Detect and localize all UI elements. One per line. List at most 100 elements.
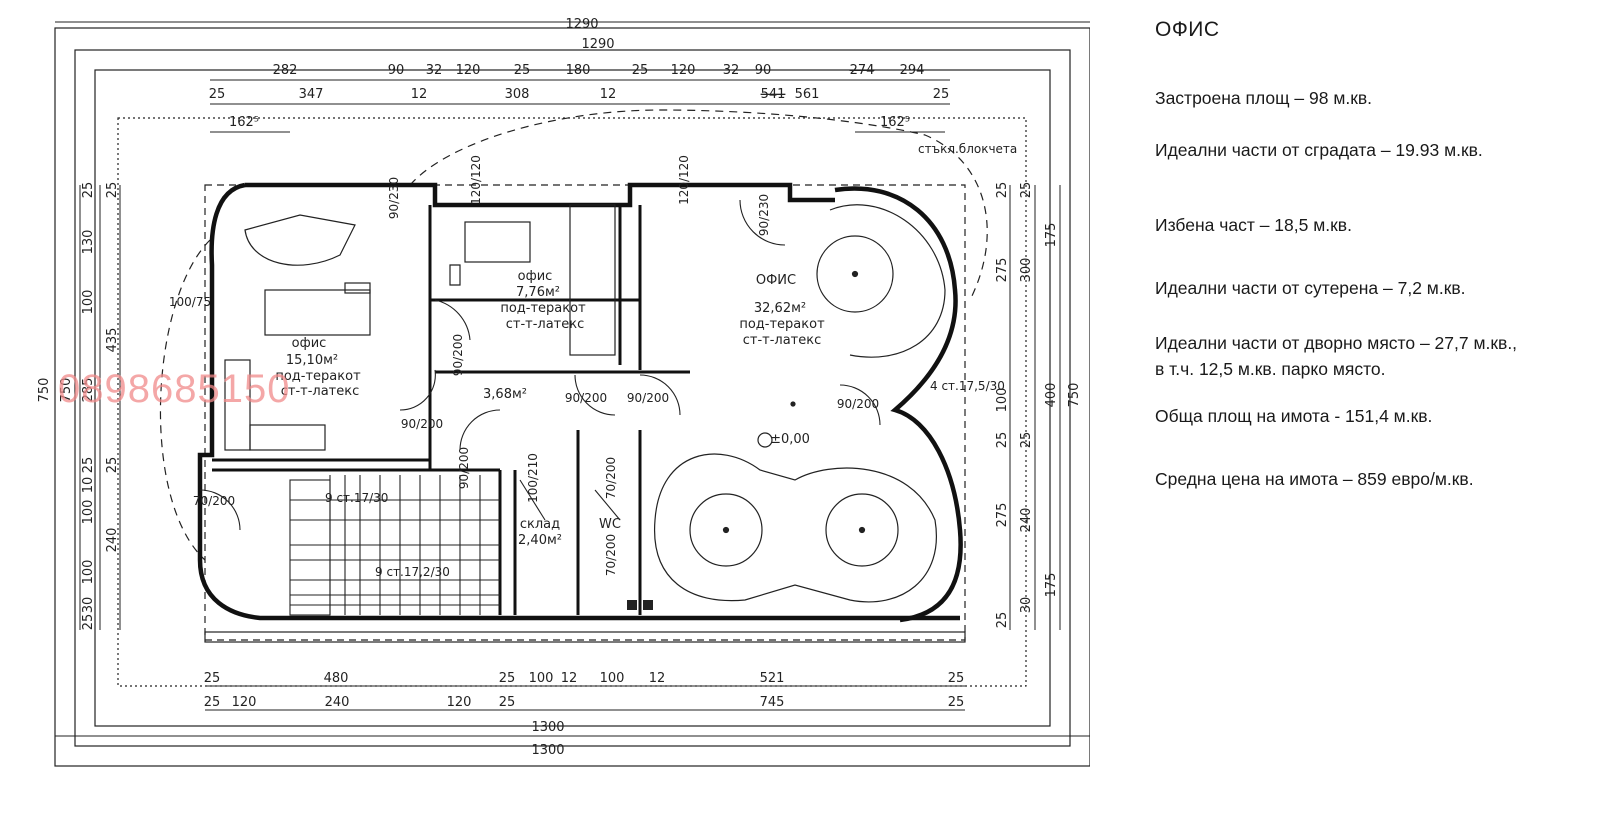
room-office-1: офис 15,10м² под-теракот ст-т-латекс xyxy=(275,336,361,399)
outer-frame-2 xyxy=(74,49,1071,747)
bottom-dimensions: 25 480 25 100 12 100 12 521 25 25 120 24… xyxy=(55,671,1090,758)
stairs xyxy=(289,475,500,616)
door-mark-6: 90/200 xyxy=(451,334,465,376)
round-tables xyxy=(654,204,946,603)
right-10: 275 xyxy=(995,503,1010,528)
right-4: 300 xyxy=(1019,258,1034,283)
top-r2-7: 25 xyxy=(933,87,950,102)
top-overall-1: 1290 xyxy=(565,17,598,32)
bot-overall-2: 1300 xyxy=(531,743,564,758)
svg-text:15,10м²: 15,10м² xyxy=(286,353,338,368)
right-round-walls xyxy=(834,186,963,623)
door-mark-3: 90/230 xyxy=(757,194,771,236)
building-walls xyxy=(197,182,963,623)
left-9: 10 xyxy=(81,477,96,494)
svg-text:склад: склад xyxy=(520,517,560,532)
top-r1-1: 90 xyxy=(388,63,405,78)
bot-r1-5: 100 xyxy=(600,671,625,686)
right-7: 750 xyxy=(1067,383,1082,408)
door-mark-13: 70/200 xyxy=(604,534,618,576)
top-wall xyxy=(245,182,835,208)
left-1: 25 xyxy=(105,182,120,199)
door-mark-5: 90/200 xyxy=(401,417,443,431)
bot-r1-7: 521 xyxy=(760,671,785,686)
bot-r1-1: 480 xyxy=(324,671,349,686)
bottom-step xyxy=(204,631,966,643)
top-r2-2: 12 xyxy=(411,87,428,102)
bot-r2-2: 240 xyxy=(325,695,350,710)
left-10: 25 xyxy=(105,457,120,474)
right-11: 240 xyxy=(1019,508,1034,533)
svg-text:под-теракот: под-теракот xyxy=(739,317,825,332)
right-14: 25 xyxy=(995,612,1010,629)
top-r1-7: 120 xyxy=(671,63,696,78)
glass-blocks-note: стъкл.блокчета xyxy=(918,142,1017,156)
left-5: 285 xyxy=(81,378,96,403)
door-mark-10: 90/200 xyxy=(837,397,879,411)
svg-text:7,76м²: 7,76м² xyxy=(516,285,560,300)
info-basement: Избена част – 18,5 м.кв. xyxy=(1155,215,1352,235)
top-r1-5: 180 xyxy=(566,63,591,78)
info-parking: в т.ч. 12,5 м.кв. парко място. xyxy=(1155,359,1386,379)
furniture xyxy=(224,204,616,451)
bot-r1-6: 12 xyxy=(649,671,666,686)
svg-text:ст-т-латекс: ст-т-латекс xyxy=(506,317,585,332)
top-r2-4: 12 xyxy=(600,87,617,102)
top-r1-11: 294 xyxy=(900,63,925,78)
door-mark-1: 120/120 xyxy=(469,155,483,205)
bot-r2-3: 120 xyxy=(447,695,472,710)
left-13: 100 xyxy=(81,560,96,585)
info-built-area: Застроена площ – 98 м.кв. xyxy=(1155,88,1373,108)
door-mark-12: 70/200 xyxy=(604,457,618,499)
bot-r2-0: 25 xyxy=(204,695,221,710)
bot-r2-4: 25 xyxy=(499,695,516,710)
svg-text:под-теракот: под-теракот xyxy=(275,369,361,384)
door-mark-7: 90/200 xyxy=(457,447,471,489)
bot-r1-3: 100 xyxy=(529,671,554,686)
vent-squares xyxy=(627,600,653,610)
bot-r1-0: 25 xyxy=(204,671,221,686)
outer-left-bottom-wall xyxy=(197,182,960,621)
top-r1-3: 120 xyxy=(456,63,481,78)
right-13: 30 xyxy=(1019,597,1034,614)
top-r2-6: 561 xyxy=(795,87,820,102)
door-mark-9: 90/200 xyxy=(627,391,669,405)
bot-r2-1: 120 xyxy=(232,695,257,710)
right-8: 25 xyxy=(995,432,1010,449)
door-mark-4: 100/75 xyxy=(169,295,211,309)
right-2: 175 xyxy=(1044,223,1059,248)
top-r1-10: 274 xyxy=(850,63,875,78)
left-14: 30 xyxy=(81,597,96,614)
top-r2-3: 308 xyxy=(505,87,530,102)
room-wc: WC xyxy=(599,517,621,532)
bot-r2-6: 25 xyxy=(948,695,965,710)
top-r1-2: 32 xyxy=(426,63,443,78)
right-1: 25 xyxy=(1019,182,1034,199)
interior-walls xyxy=(212,205,690,615)
left-0: 25 xyxy=(81,182,96,199)
top-r3-0: 162⁵ xyxy=(229,115,259,130)
door-mark-8: 90/200 xyxy=(565,391,607,405)
top-r1-4: 25 xyxy=(514,63,531,78)
info-yard-share: Идеални части от дворно място – 27,7 м.к… xyxy=(1155,333,1518,353)
left-3: 100 xyxy=(81,290,96,315)
info-total-area: Обща площ на имота - 151,4 м.кв. xyxy=(1155,406,1433,426)
left-11: 100 xyxy=(81,500,96,525)
svg-text:32,62м²: 32,62м² xyxy=(754,301,806,316)
door-marks: 90/230 120/120 120/120 90/230 100/75 90/… xyxy=(169,155,879,576)
svg-text:офис: офис xyxy=(518,269,553,284)
top-r2-5: 541 xyxy=(761,87,786,102)
info-building-share: Идеални части от сградата – 19.93 м.кв. xyxy=(1155,140,1483,160)
door-mark-2: 120/120 xyxy=(677,155,691,205)
room-hall-area: 3,68м² xyxy=(483,387,527,402)
left-dimensions: 25 25 130 100 435 285 750 750 25 10 25 1… xyxy=(37,182,121,630)
svg-text:под-теракот: под-теракот xyxy=(500,301,586,316)
right-3: 275 xyxy=(995,258,1010,283)
info-cellar-share: Идеални части от сутерена – 7,2 м.кв. xyxy=(1155,278,1466,298)
dashed-arc-left xyxy=(159,239,211,561)
door-mark-11: 100/210 xyxy=(526,453,540,503)
left-6: 750 xyxy=(59,378,74,403)
top-r1-6: 25 xyxy=(632,63,649,78)
stair-note-1: 9 ст.17/30 xyxy=(325,491,388,505)
top-r1-9: 90 xyxy=(755,63,772,78)
